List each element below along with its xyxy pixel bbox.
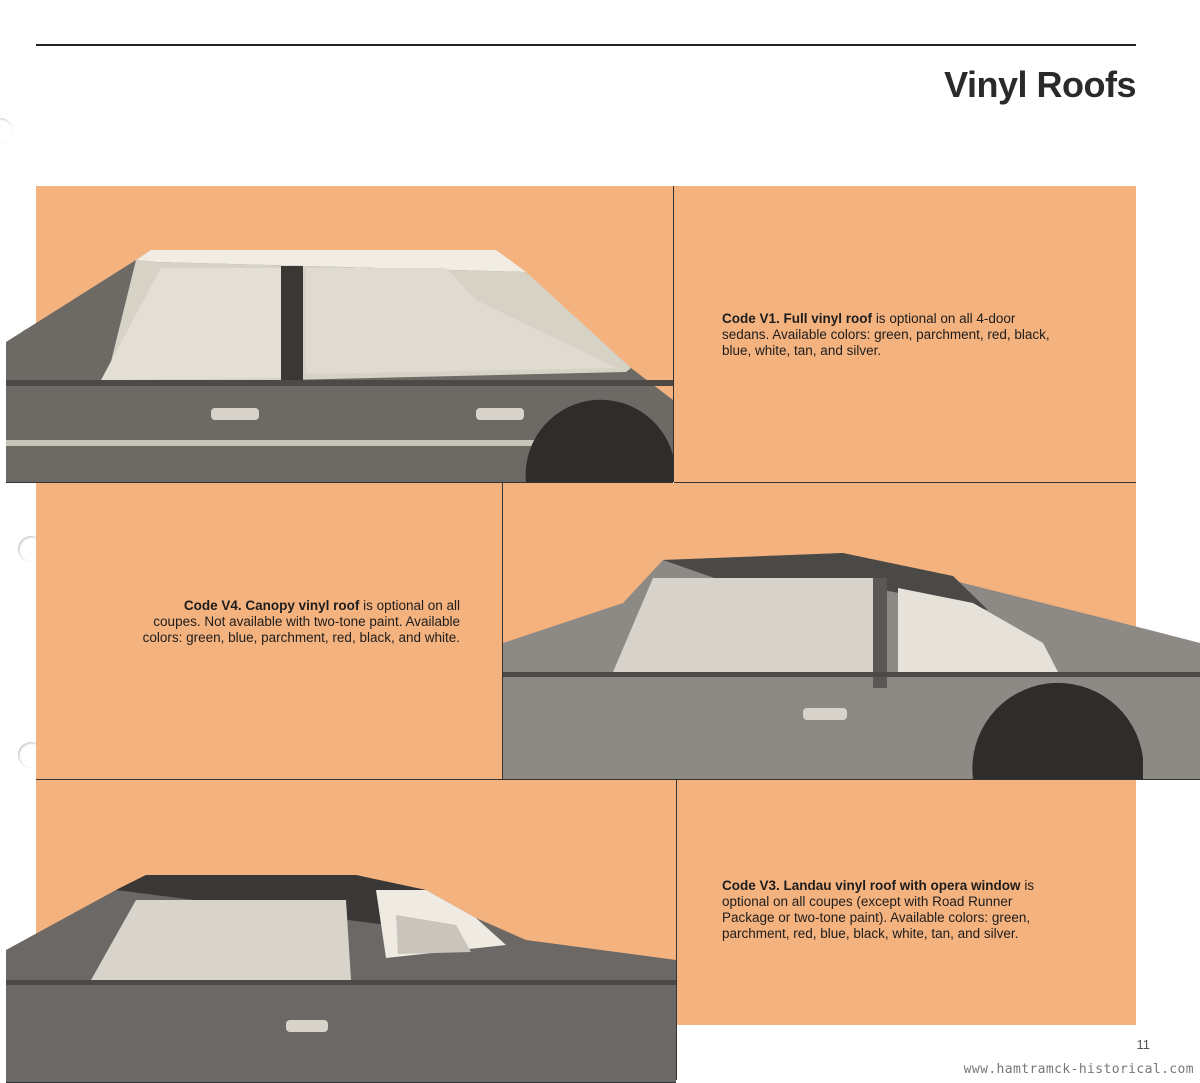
caption-v3: Code V3. Landau vinyl roof with opera wi…	[722, 878, 1060, 942]
caption-v1-code: Code V1.	[722, 311, 780, 326]
photo-v3-coupe	[6, 870, 676, 1083]
panel-v1-text-bg	[674, 186, 1136, 483]
photo-v1-sedan	[6, 240, 673, 483]
caption-v4-feature: Canopy vinyl roof	[245, 598, 360, 613]
page-title: Vinyl Roofs	[944, 64, 1136, 105]
page-number: 11	[1136, 1037, 1151, 1052]
binder-hole-1	[0, 118, 13, 144]
caption-v3-description: is optional on all coupes (except with R…	[722, 878, 1035, 941]
caption-v3-feature: Landau vinyl roof with opera window	[783, 878, 1021, 893]
top-rule	[36, 44, 1136, 46]
caption-v4-description: is optional on all coupes. Not available…	[142, 598, 460, 645]
caption-v4-code: Code V4.	[183, 598, 242, 613]
caption-v1-feature: Full vinyl roof	[783, 311, 873, 326]
watermark: www.hamtramck-historical.com	[963, 1062, 1194, 1077]
photo-v4-coupe	[503, 548, 1200, 780]
caption-v4: Code V4. Canopy vinyl roof is optional o…	[138, 598, 460, 646]
caption-v3-code: Code V3.	[722, 878, 780, 893]
caption-v1-description: is optional on all 4-door sedans. Availa…	[722, 311, 1050, 358]
panel-v4-text-bg	[36, 483, 503, 780]
panel-v3-text-bg	[677, 780, 1136, 1025]
caption-v1: Code V1. Full vinyl roof is optional on …	[722, 311, 1062, 359]
